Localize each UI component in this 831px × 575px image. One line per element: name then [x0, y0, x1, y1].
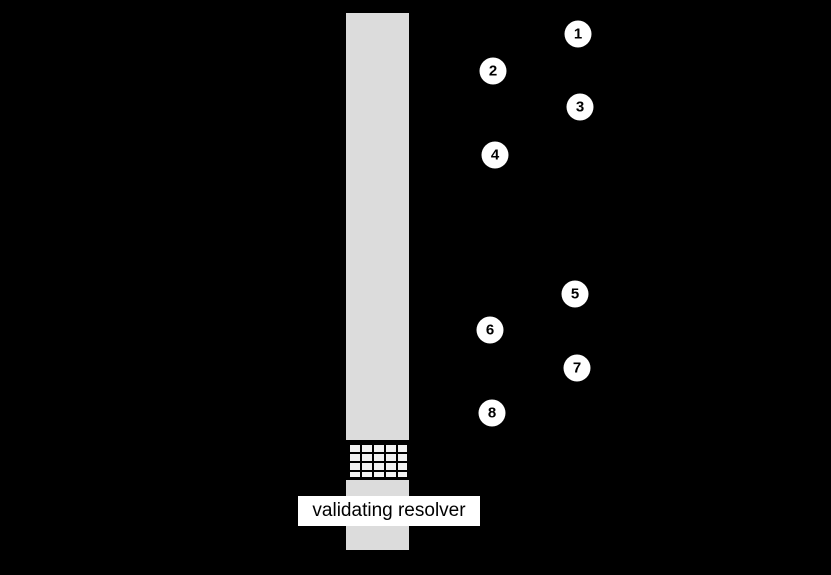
step-badge-2: 2	[479, 57, 507, 85]
step-badge-1: 1	[564, 20, 592, 48]
step-badge-7: 7	[563, 354, 591, 382]
key-grid-pattern	[345, 440, 410, 480]
step-badge-6: 6	[476, 316, 504, 344]
resolver-label: validating resolver	[298, 496, 480, 526]
step-badge-3: 3	[566, 93, 594, 121]
step-badge-5: 5	[561, 280, 589, 308]
step-badge-4: 4	[481, 141, 509, 169]
step-badge-8: 8	[478, 399, 506, 427]
